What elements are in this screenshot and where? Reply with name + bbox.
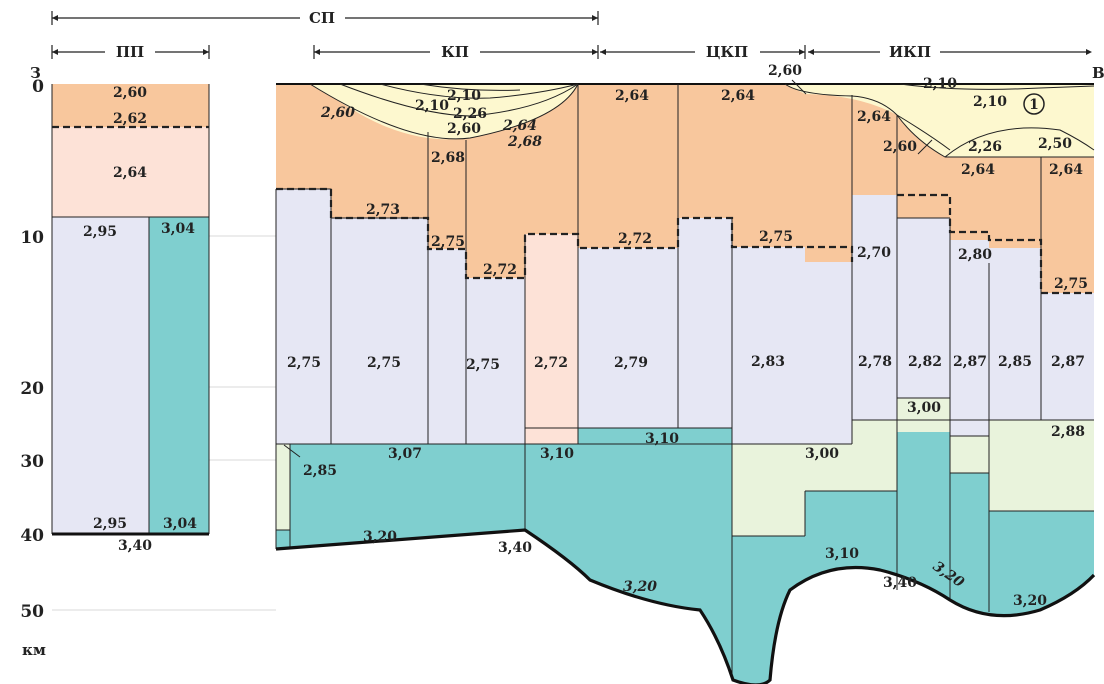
tick-40: 40 (20, 526, 44, 546)
label-density: 2,83 (751, 354, 785, 370)
label-density: 2,75 (367, 355, 401, 371)
label-density: 2,72 (483, 262, 517, 278)
label-density: 2,70 (857, 245, 891, 261)
label-density: 3,00 (805, 446, 839, 462)
label-density: 2,26 (453, 106, 487, 122)
label-density: 2,64 (615, 88, 649, 104)
pp-layer-lavender (52, 217, 149, 534)
label-density: 2,75 (431, 234, 465, 250)
label-density: 2,75 (1054, 276, 1088, 292)
label-density: 2,75 (466, 357, 500, 373)
label-density: 3,10 (540, 446, 574, 462)
label-west: З (30, 64, 41, 82)
header-ikp: ИКП (889, 43, 931, 61)
label-density: 3,40 (498, 540, 532, 556)
label-density: 3,07 (388, 446, 422, 462)
label-density: 2,95 (93, 516, 127, 532)
label-density: 3,40 (883, 575, 917, 591)
label-density: 3,04 (163, 516, 197, 532)
label-density: 2,87 (1051, 354, 1085, 370)
label-density: 2,10 (447, 88, 481, 104)
label-density: 2,60 (113, 85, 147, 101)
label-density: 2,64 (502, 118, 537, 134)
label-density: 2,60 (320, 105, 355, 121)
label-density: 2,87 (953, 354, 987, 370)
density-labels: 2,60 2,62 2,64 2,95 3,04 2,95 3,04 3,40 … (83, 63, 1088, 609)
label-east: В (1092, 64, 1104, 82)
label-density: 2,75 (759, 229, 793, 245)
label-density: 3,20 (363, 529, 397, 545)
header-kp: КП (441, 43, 469, 61)
label-density: 2,10 (973, 94, 1007, 110)
label-density: 3,00 (907, 400, 941, 416)
circle-label: 1 (1029, 97, 1039, 113)
label-density: 2,50 (1038, 136, 1072, 152)
boundary-lines (275, 79, 1096, 684)
label-density: 2,72 (618, 231, 652, 247)
label-density: 2,60 (447, 121, 481, 137)
tick-30: 30 (20, 452, 44, 472)
unit-km: км (22, 641, 46, 659)
label-density: 2,85 (998, 354, 1032, 370)
label-density: 2,72 (534, 355, 568, 371)
pp-block (51, 84, 210, 536)
kp-basin (310, 84, 578, 140)
label-density: 2,26 (968, 139, 1002, 155)
label-density: 2,64 (1049, 162, 1083, 178)
label-density: 2,75 (287, 355, 321, 371)
label-density: 2,10 (415, 98, 449, 114)
label-density: 2,64 (857, 109, 891, 125)
pp-layer-teal (149, 217, 209, 534)
label-density: 2,88 (1051, 424, 1085, 440)
label-density: 2,64 (721, 88, 755, 104)
label-density: 2,60 (768, 63, 802, 79)
header-sp: СП (309, 9, 335, 27)
header-pp: ПП (116, 43, 144, 61)
label-density: 2,10 (923, 76, 957, 92)
label-density: 2,60 (883, 139, 917, 155)
label-density: 2,62 (113, 111, 147, 127)
label-density: 2,79 (614, 355, 648, 371)
ikp-basin (785, 84, 1094, 157)
label-density: 2,64 (113, 165, 147, 181)
pp-layer-orange (52, 84, 209, 127)
header-arrowheads (52, 15, 1092, 55)
tick-10: 10 (20, 228, 44, 248)
label-density: 3,20 (623, 579, 657, 595)
label-density: 3,10 (825, 546, 859, 562)
label-density: 2,78 (858, 354, 892, 370)
circle-marker (1023, 93, 1045, 115)
label-density: 3,10 (645, 431, 679, 447)
label-density: 2,73 (366, 202, 400, 218)
mantle-white (276, 530, 1094, 684)
label-density: 2,80 (958, 247, 992, 263)
label-density: 3,40 (118, 538, 152, 554)
tick-0: 0 (32, 77, 44, 97)
header-tskp: ЦКП (706, 43, 748, 61)
tick-50: 50 (20, 602, 44, 622)
label-density: 2,85 (303, 463, 337, 479)
tick-20: 20 (20, 379, 44, 399)
label-density: 2,82 (908, 354, 942, 370)
label-density: 2,95 (83, 224, 117, 240)
label-density: 2,68 (431, 150, 465, 166)
label-density: 2,64 (961, 162, 995, 178)
depth-axis: 0 10 20 30 40 50 км (20, 77, 46, 659)
label-density: 3,20 (1013, 593, 1047, 609)
label-density: 2,68 (507, 134, 542, 150)
pp-layer-pink (52, 127, 209, 217)
label-density: 3,04 (161, 221, 195, 237)
